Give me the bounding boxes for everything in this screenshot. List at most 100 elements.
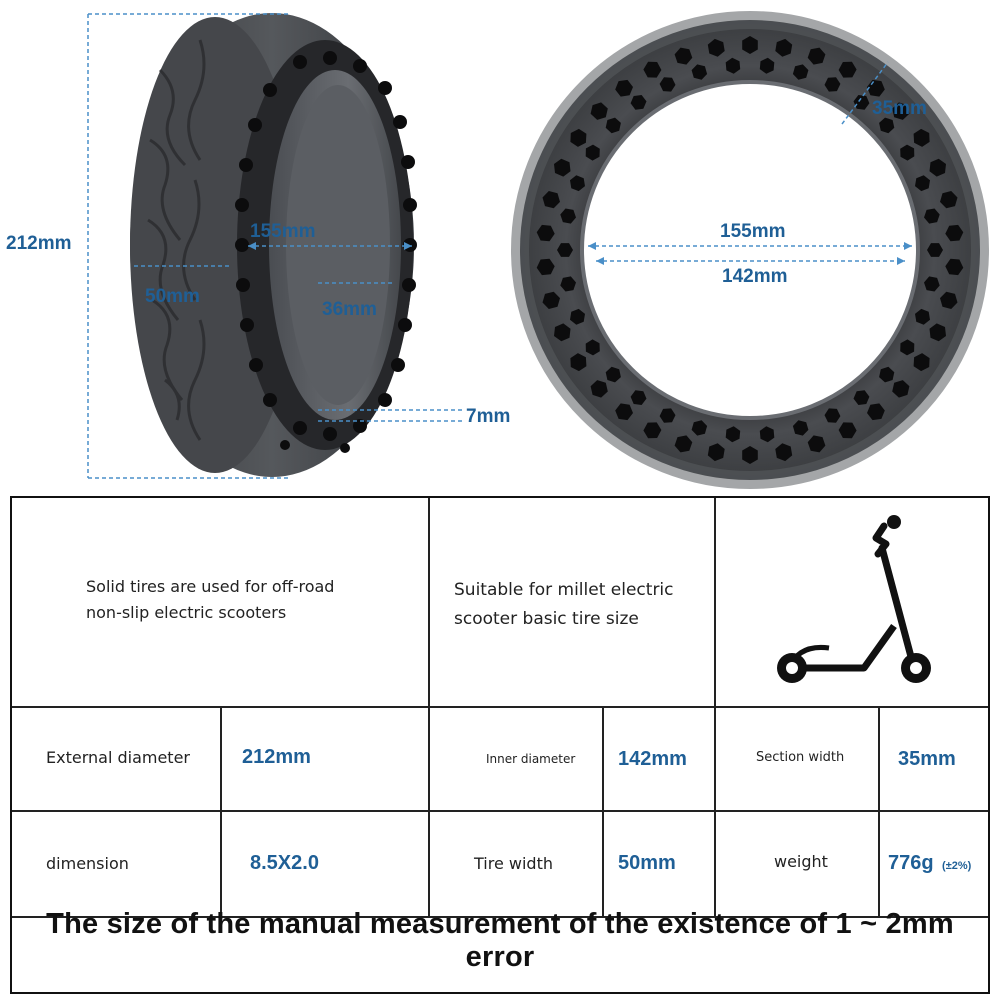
honeycomb-hole: [605, 366, 621, 383]
honeycomb-hole: [929, 158, 946, 177]
honeycomb-hole: [536, 258, 555, 276]
tire-drawing: [87, 11, 989, 489]
honeycomb-hole: [915, 308, 930, 325]
honeycomb-hole: [536, 224, 555, 242]
honeycomb-hole: [924, 208, 940, 224]
dimension-label: dimension: [46, 854, 129, 873]
section-width-value: 35mm: [898, 748, 956, 770]
spec-table: Solid tires are used for off-road non-sl…: [10, 496, 990, 994]
weight-value: 776g: [888, 852, 934, 874]
honeycomb-hole: [940, 291, 958, 309]
honeycomb-hole: [554, 158, 571, 177]
electric-scooter-icon: [777, 515, 931, 683]
honeycomb-hole: [630, 95, 647, 110]
honeycomb-hole: [853, 390, 870, 405]
honeycomb-hole: [542, 191, 560, 209]
honeycomb-hole: [659, 408, 676, 423]
honeycomb-hole: [570, 353, 587, 372]
offroad-description: Solid tires are used for off-road non-sl…: [86, 577, 335, 622]
honeycomb-hole: [570, 175, 585, 192]
tire-illustration-area: 212mm 155mm 50mm 36mm 7mm 155mm 142mm 35…: [0, 0, 1001, 490]
honeycomb-hole: [585, 339, 600, 356]
honeycomb-hole: [759, 57, 775, 74]
honeycomb-hole: [674, 47, 693, 65]
weight-label: weight: [774, 852, 828, 871]
honeycomb-hole: [674, 435, 693, 453]
honeycomb-hole: [691, 420, 708, 436]
honeycomb-hole: [838, 61, 857, 78]
weight-tolerance: (±2%): [942, 860, 972, 872]
honeycomb-hole: [590, 380, 608, 398]
honeycomb-hole: [792, 64, 809, 80]
side-honeycomb-holes: [235, 51, 417, 453]
honeycomb-hole: [570, 308, 585, 325]
honeycomb-hole: [643, 422, 662, 439]
dimension-value: 8.5X2.0: [250, 852, 319, 874]
honeycomb-hole: [927, 243, 943, 257]
honeycomb-hole: [913, 353, 930, 372]
honeycomb-hole: [867, 403, 885, 421]
measurement-error-note: The size of the manual measurement of th…: [46, 908, 954, 973]
side-tire: [130, 13, 417, 477]
honeycomb-hole: [585, 144, 600, 161]
honeycomb-hole: [792, 420, 809, 436]
inner-diameter-value: 142mm: [618, 748, 687, 770]
front-inner-label: 155mm: [720, 221, 786, 242]
honeycomb-hole: [824, 77, 841, 92]
honeycomb-hole: [879, 366, 895, 383]
honeycomb-hole: [725, 57, 741, 74]
honeycomb-hole: [707, 443, 725, 462]
honeycomb-hole: [590, 102, 608, 120]
honeycomb-hole: [940, 191, 958, 209]
honeycomb-hole: [900, 144, 915, 161]
honeycomb-hole: [807, 435, 826, 453]
external-diameter-label: External diameter: [46, 748, 190, 767]
side-section-label: 36mm: [322, 299, 377, 320]
honeycomb-hole: [913, 128, 930, 147]
honeycomb-hole: [879, 117, 895, 134]
front-section-label: 35mm: [872, 98, 927, 119]
honeycomb-hole: [659, 77, 676, 92]
honeycomb-hole: [643, 61, 662, 78]
honeycomb-hole: [945, 258, 964, 276]
honeycomb-hole: [742, 446, 758, 464]
honeycomb-hole: [560, 276, 576, 292]
honeycomb-hole: [824, 408, 841, 423]
honeycomb-hole: [707, 38, 725, 57]
side-inner-surface: [286, 85, 390, 405]
honeycomb-hole: [742, 36, 758, 54]
honeycomb-hole: [570, 128, 587, 147]
honeycomb-hole: [929, 323, 946, 342]
dimension-arrows: [248, 242, 912, 265]
honeycomb-hole: [615, 79, 633, 97]
honeycomb-hole: [892, 380, 910, 398]
section-width-label: Section width: [756, 750, 845, 765]
tire-width-label: Tire width: [474, 854, 553, 873]
rim-thickness-label: 7mm: [466, 406, 511, 427]
honeycomb-hole: [924, 276, 940, 292]
honeycomb-hole: [542, 291, 560, 309]
honeycomb-hole: [853, 95, 870, 110]
external-diameter-value: 212mm: [242, 746, 311, 768]
honeycomb-hole: [900, 339, 915, 356]
honeycomb-hole: [775, 38, 793, 57]
honeycomb-hole: [605, 117, 621, 134]
side-tread-pattern: [147, 39, 206, 441]
honeycomb-hole: [945, 224, 964, 242]
honeycomb-hole: [838, 422, 857, 439]
honeycomb-hole: [557, 243, 573, 257]
honeycomb-hole: [615, 403, 633, 421]
honeycomb-hole: [807, 47, 826, 65]
honeycomb-hole: [554, 323, 571, 342]
honeycomb-hole: [915, 175, 930, 192]
compatibility-description: Suitable for millet electric scooter bas…: [454, 580, 674, 629]
honeycomb-hole: [775, 443, 793, 462]
honeycomb-hole: [759, 426, 775, 443]
inner-diameter-label: Inner diameter: [486, 752, 576, 766]
honeycomb-hole: [630, 390, 647, 405]
front-tire: [511, 11, 989, 489]
side-tire-width-label: 50mm: [145, 286, 200, 307]
honeycomb-hole: [725, 426, 741, 443]
dimension-lines: [87, 13, 912, 479]
weight-value-group: 776g (±2%): [888, 852, 971, 875]
